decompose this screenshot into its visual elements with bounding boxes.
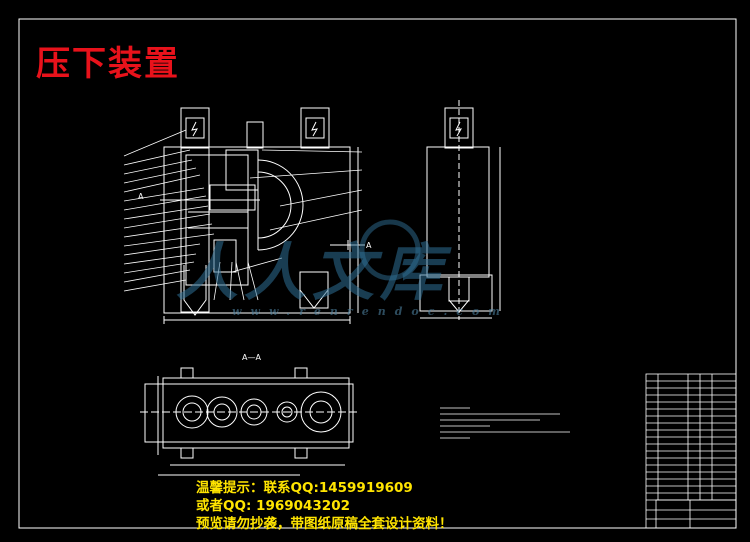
drawing-title: 压下装置 <box>36 44 180 84</box>
contact-note-1: 温馨提示：联系QQ:1459919609 <box>196 480 413 496</box>
front-leaders <box>123 129 363 301</box>
section-view-label: A—A <box>242 353 261 362</box>
motor-lightning-icon <box>455 121 462 137</box>
parts-list-table <box>645 373 737 529</box>
motor-lightning-icon <box>191 121 198 137</box>
contact-note-2: 或者QQ: 1969043202 <box>196 498 350 514</box>
section-label-right: A <box>366 241 372 250</box>
watermark-text: 人人文库 <box>176 236 449 309</box>
drawing-frame <box>18 18 737 529</box>
sheet-title-block <box>655 499 737 529</box>
watermark-logo-icon <box>359 219 421 281</box>
side-view <box>419 100 501 320</box>
plan-view <box>140 367 360 476</box>
motor-lightning-icon <box>311 121 318 137</box>
contact-note-3: 预览请勿抄袭，带图纸原稿全套设计资料！ <box>196 516 453 532</box>
watermark-url: www.renrendoc.com <box>232 305 509 318</box>
section-label-left: A <box>138 192 144 201</box>
front-view <box>160 107 365 324</box>
tech-notes-block <box>440 407 570 439</box>
